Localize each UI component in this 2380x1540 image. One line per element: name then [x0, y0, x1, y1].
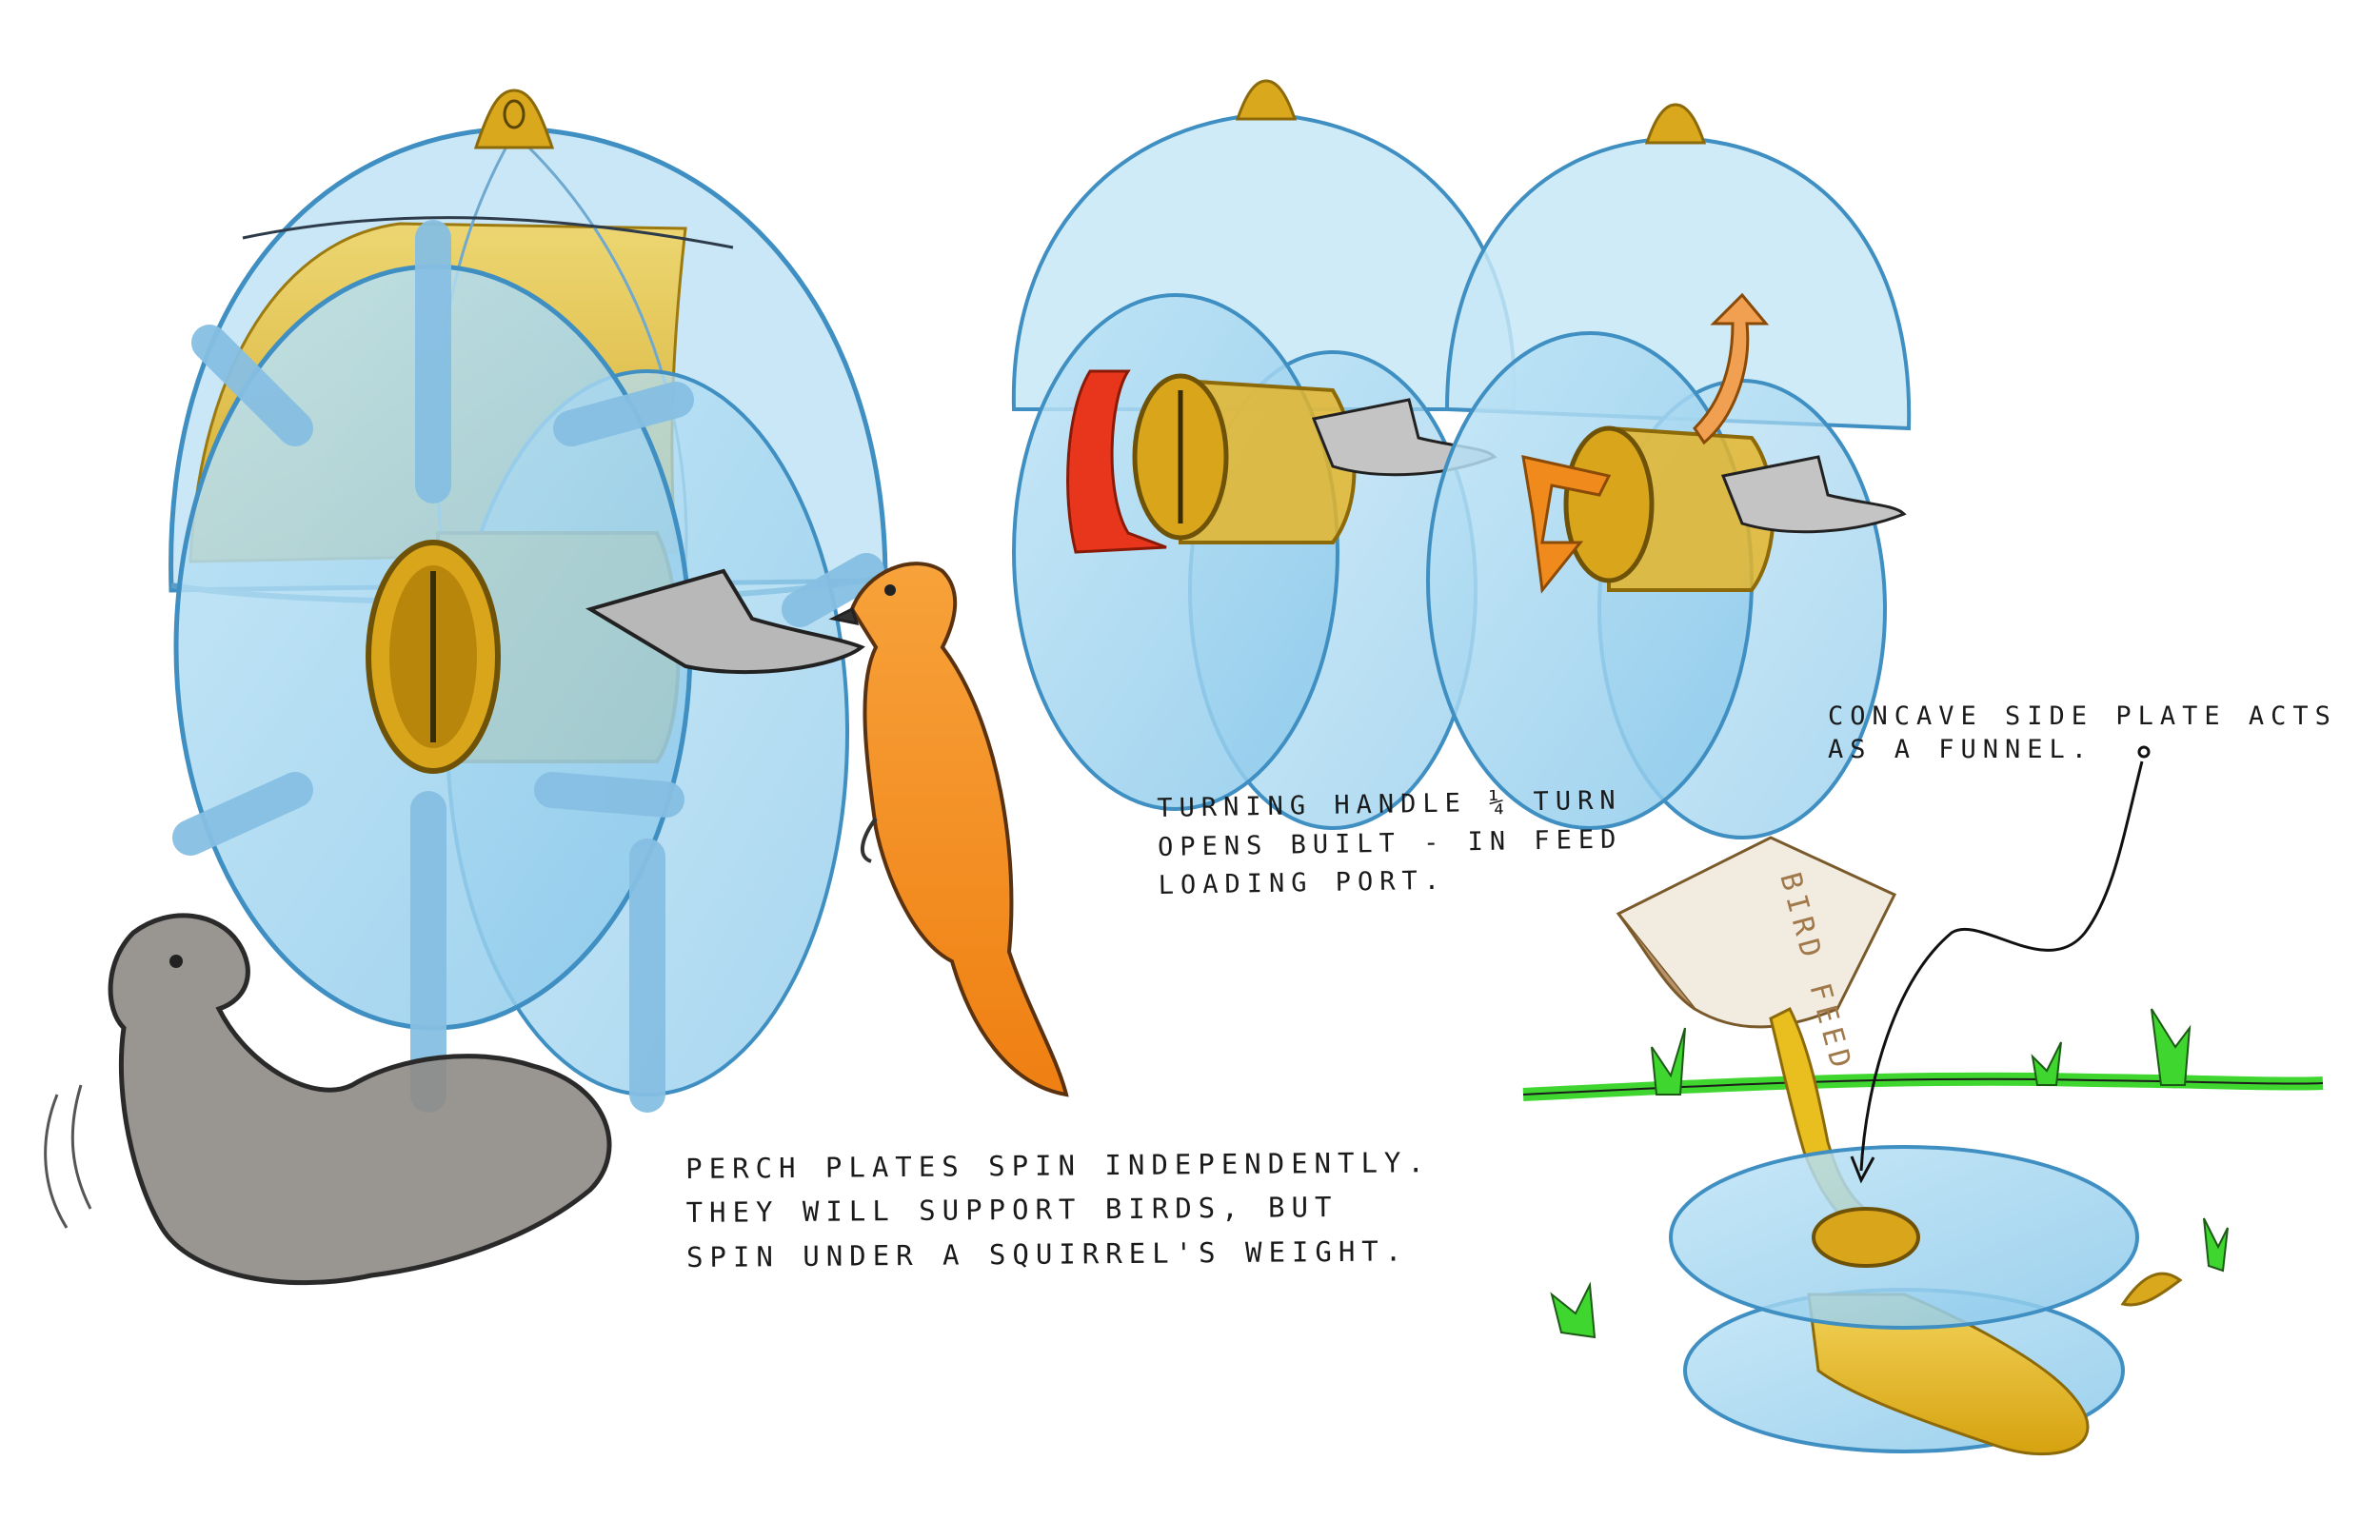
feeder-handle-closed: [1014, 81, 1515, 828]
turning-handle-line-2: opens built - in feed: [1158, 820, 1623, 867]
main-feeder: [171, 90, 890, 1095]
annotation-concave-plate: Concave side plate acts as a funnel.: [1828, 700, 2337, 766]
perch-plates-line-1: Perch plates spin independently.: [685, 1140, 1431, 1191]
concave-plate-line-1: Concave side plate acts: [1828, 700, 2337, 733]
annotation-leader: [1861, 761, 2142, 1171]
annotation-turning-handle: Turning handle ¼ turn opens built - in f…: [1157, 781, 1623, 905]
concave-plate-line-2: as a funnel.: [1828, 733, 2337, 766]
turning-handle-line-3: loading port.: [1158, 859, 1623, 905]
perch-plates-line-3: spin under a squirrel's weight.: [686, 1229, 1432, 1279]
seed-bag-illustration: [1618, 838, 1894, 1027]
funnel-scene: BIRD FEED: [1523, 747, 2323, 1454]
main-cap: [476, 90, 552, 148]
annotation-perch-plates: Perch plates spin independently. They wi…: [685, 1140, 1432, 1279]
perch-plates-line-2: They will support birds, but: [685, 1185, 1431, 1235]
feeder2-front-plate: [1014, 295, 1338, 809]
